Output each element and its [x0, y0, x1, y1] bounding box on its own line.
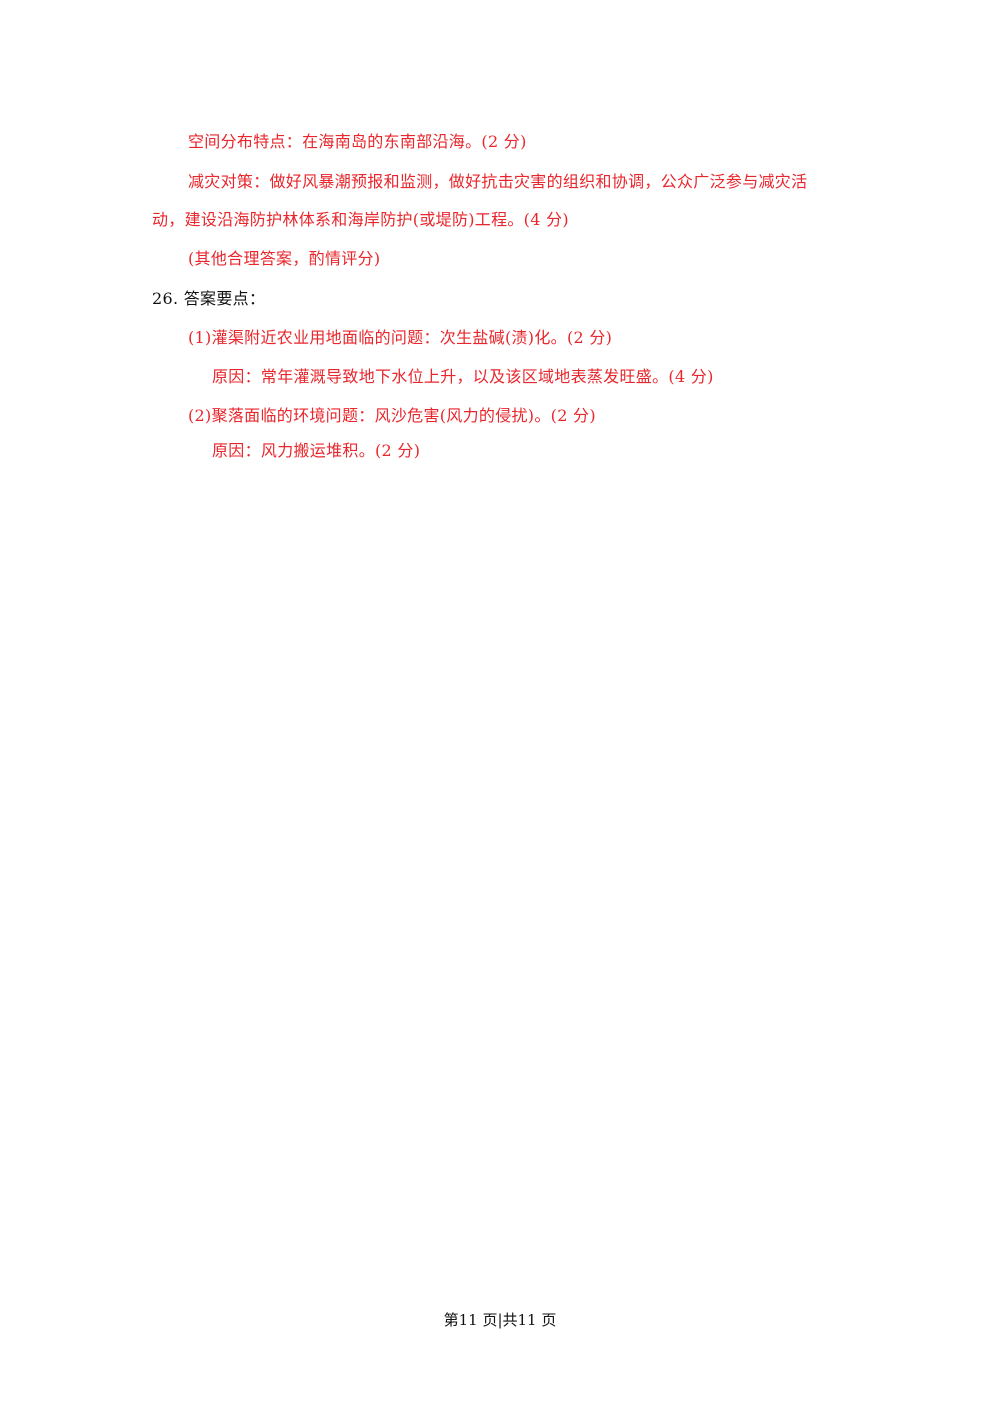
answer-item-1-reason: 原因：常年灌溉导致地下水位上升，以及该区域地表蒸发旺盛。(4 分) [212, 367, 714, 386]
answer-line-countermeasures-cont: 动，建设沿海防护林体系和海岸防护(或堤防)工程。(4 分) [152, 210, 569, 229]
answer-item-2: (2)聚落面临的环境问题：风沙危害(风力的侵扰)。(2 分) [188, 406, 596, 425]
answer-line-note: (其他合理答案，酌情评分) [188, 249, 381, 268]
answer-line-distribution: 空间分布特点：在海南岛的东南部沿海。(2 分) [188, 132, 527, 151]
answer-line-countermeasures: 减灾对策：做好风暴潮预报和监测，做好抗击灾害的组织和协调，公众广泛参与减灾活 [188, 172, 808, 191]
question-number: 26. [152, 289, 179, 308]
answer-item-2-reason: 原因：风力搬运堆积。(2 分) [212, 441, 421, 460]
question-label: 答案要点： [183, 289, 266, 308]
answer-item-1: (1)灌渠附近农业用地面临的问题：次生盐碱(渍)化。(2 分) [188, 328, 613, 347]
page-footer: 第11 页|共11 页 [443, 1311, 557, 1329]
question-26-heading: 26. 答案要点： [152, 289, 265, 309]
